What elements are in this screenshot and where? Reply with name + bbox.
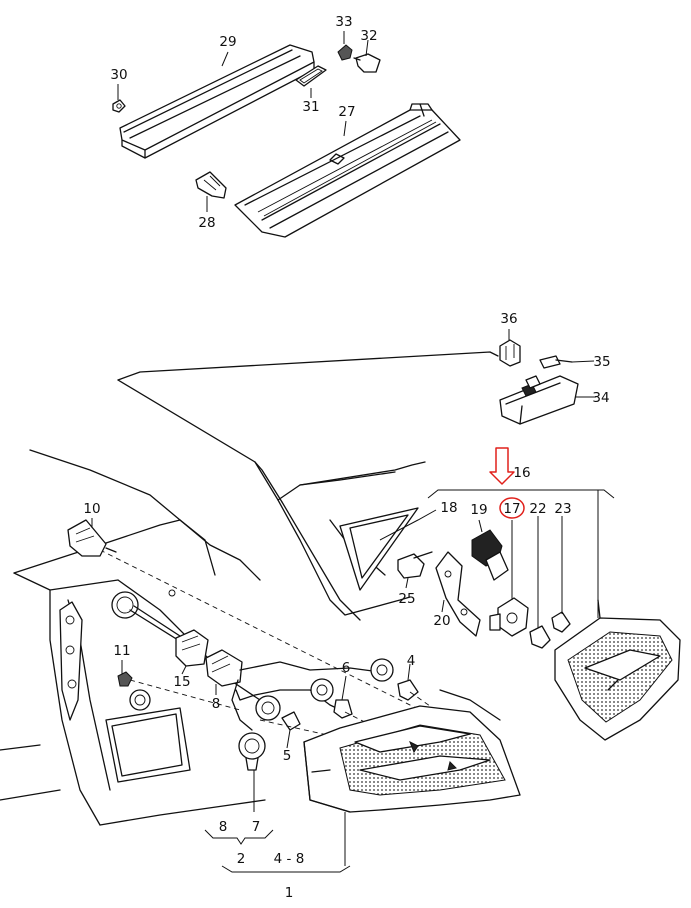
- label-7: 7: [252, 819, 261, 835]
- connector-8: [205, 649, 243, 687]
- group-bracket-16: [427, 489, 615, 618]
- body-opening: [105, 707, 191, 783]
- label-1: 1: [285, 885, 294, 901]
- bracket-19: [471, 529, 509, 581]
- label-4-8: 4 - 8: [274, 851, 305, 867]
- group-bracket-2-4-8: [221, 865, 351, 873]
- grommet-32: [353, 53, 381, 73]
- label-11: 11: [113, 643, 130, 659]
- highlight-arrow: [489, 447, 515, 485]
- brake-light-housing-27: [234, 103, 461, 238]
- body-bracket: [59, 601, 83, 721]
- body-cutout: [339, 507, 419, 591]
- gasket-31: [295, 65, 327, 87]
- label-8-group: 8: [219, 819, 228, 835]
- label-19: 19: [470, 502, 487, 518]
- label-22: 22: [529, 501, 546, 517]
- label-15: 15: [173, 674, 190, 690]
- label-18: 18: [440, 500, 457, 516]
- harness-cable: [231, 661, 381, 731]
- mount-20: [435, 551, 481, 637]
- highlight-circle-17: [499, 497, 525, 519]
- brake-light-cover-29: [119, 44, 315, 159]
- license-light-34: [499, 375, 579, 425]
- label-4: 4: [407, 653, 416, 669]
- bulb-holder-4: [370, 658, 419, 701]
- label-16: 16: [513, 465, 530, 481]
- bulb-23: [551, 611, 571, 633]
- label-34: 34: [592, 390, 609, 406]
- label-17: 17: [503, 501, 520, 517]
- label-25: 25: [398, 591, 415, 607]
- label-8: 8: [212, 696, 221, 712]
- clip-33: [337, 44, 353, 61]
- label-20: 20: [433, 613, 450, 629]
- tail-light-outer-1: [303, 705, 521, 813]
- label-27: 27: [338, 104, 355, 120]
- label-29: 29: [219, 34, 236, 50]
- label-6: 6: [342, 660, 351, 676]
- bulb-35: [539, 355, 573, 369]
- bulb-holder-7: [238, 732, 266, 771]
- lamp-holder-17: [489, 597, 529, 637]
- bulb-22: [529, 625, 551, 649]
- group-bracket-8-7: [204, 829, 274, 845]
- holder-28: [195, 171, 227, 199]
- label-35: 35: [593, 354, 610, 370]
- label-28: 28: [198, 215, 215, 231]
- connector-25: [397, 551, 433, 579]
- label-23: 23: [554, 501, 571, 517]
- label-10: 10: [83, 501, 100, 517]
- tail-light-inner-16: [554, 599, 681, 741]
- screw-30: [112, 99, 126, 113]
- label-36: 36: [500, 311, 517, 327]
- sensor-10: [67, 519, 117, 557]
- label-31: 31: [302, 99, 319, 115]
- bulb-holder-8-lower: [255, 695, 281, 721]
- clip-36: [499, 339, 521, 367]
- label-5: 5: [283, 748, 292, 764]
- label-30: 30: [110, 67, 127, 83]
- label-33: 33: [335, 14, 352, 30]
- nut-11: [117, 671, 133, 687]
- wiring-harness-15: [129, 605, 209, 667]
- label-32: 32: [360, 28, 377, 44]
- label-2: 2: [237, 851, 246, 867]
